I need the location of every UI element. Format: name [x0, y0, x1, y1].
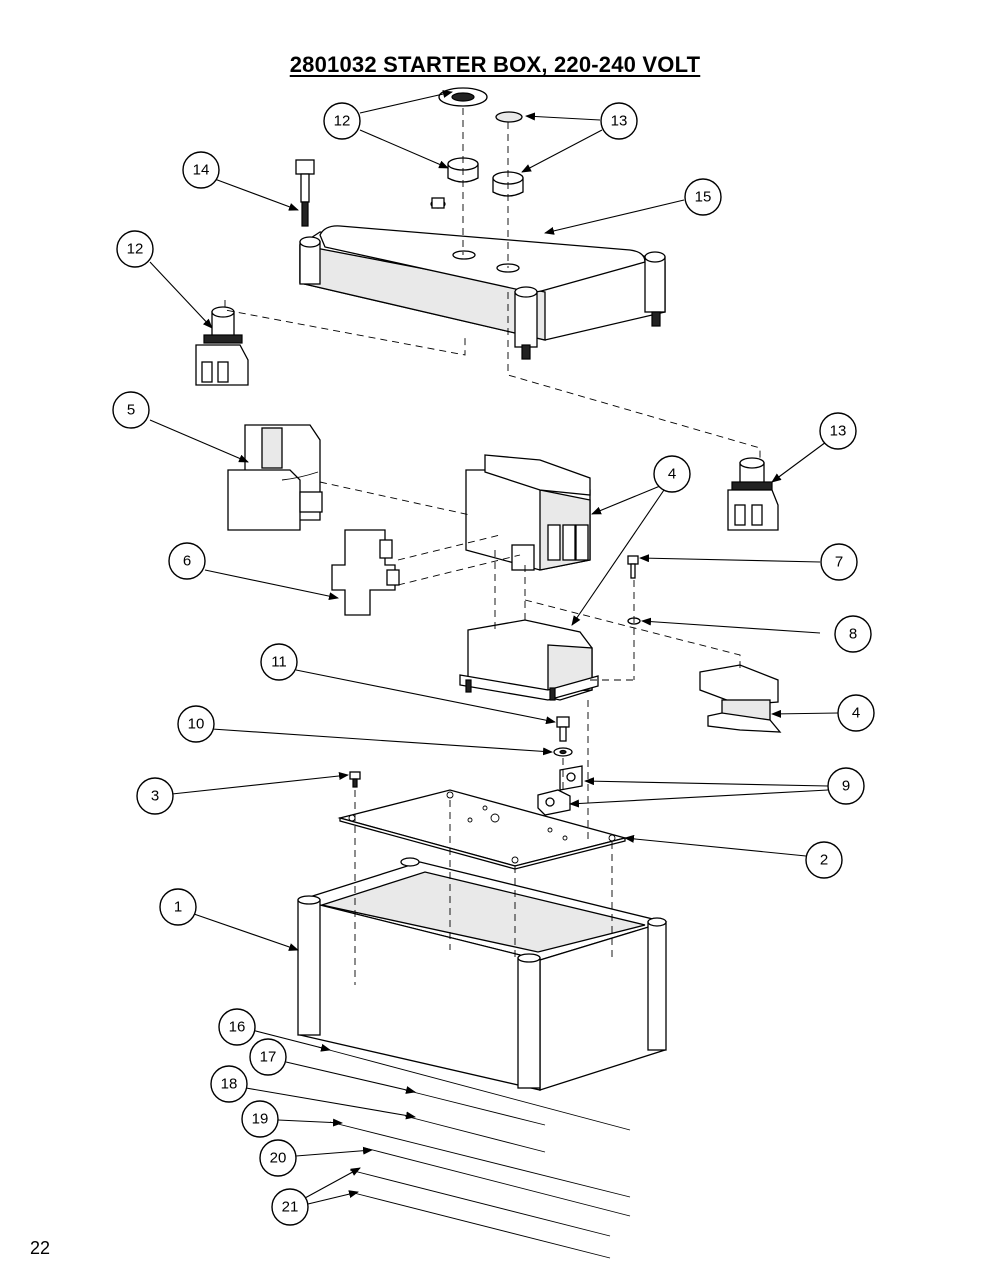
svg-text:12: 12 [334, 113, 351, 130]
screw-washer-part [553, 716, 573, 757]
svg-text:2: 2 [820, 852, 828, 869]
callout-13-right: 13 [819, 412, 857, 450]
enclosure-box-part [297, 857, 668, 1091]
svg-text:18: 18 [221, 1076, 238, 1093]
svg-text:1: 1 [174, 899, 182, 916]
callout-19: 19 [241, 1100, 279, 1138]
svg-text:5: 5 [127, 402, 135, 419]
wires-part [317, 1046, 631, 1259]
callout-9: 9 [827, 767, 865, 805]
callout-8: 8 [834, 615, 872, 653]
svg-text:8: 8 [849, 626, 857, 643]
callout-1: 1 [159, 888, 197, 926]
callout-13-top: 13 [600, 102, 638, 140]
mount-screw-part [349, 771, 361, 788]
svg-text:3: 3 [151, 788, 159, 805]
svg-text:17: 17 [260, 1049, 277, 1066]
pilot-light-right-part [727, 457, 779, 531]
callout-5: 5 [112, 391, 150, 429]
svg-text:9: 9 [842, 778, 850, 795]
callout-18: 18 [210, 1065, 248, 1103]
callout-14: 14 [182, 151, 220, 189]
assembly-lines [224, 108, 761, 985]
pushbutton-left-part [195, 306, 249, 386]
svg-text:10: 10 [188, 716, 205, 733]
coil-part [699, 664, 782, 733]
svg-text:6: 6 [183, 553, 191, 570]
svg-text:7: 7 [835, 554, 843, 571]
callout-10: 10 [177, 705, 215, 743]
small-hardware-part [627, 555, 641, 625]
screw-part [295, 159, 315, 227]
svg-text:16: 16 [229, 1019, 246, 1036]
svg-text:11: 11 [271, 654, 287, 671]
callout-12-left: 12 [116, 230, 154, 268]
callout-2: 2 [805, 841, 843, 879]
aux-contact-part [331, 529, 400, 616]
lid-part [299, 197, 666, 360]
callout-7: 7 [820, 543, 858, 581]
svg-text:15: 15 [695, 189, 712, 206]
callout-15: 15 [684, 178, 722, 216]
callout-6: 6 [168, 542, 206, 580]
ground-lug-part [537, 765, 583, 816]
callout-3: 3 [136, 777, 174, 815]
callout-4-upper: 4 [653, 455, 691, 493]
contactor-part [465, 454, 591, 571]
svg-text:13: 13 [830, 423, 847, 440]
svg-text:12: 12 [127, 241, 144, 258]
svg-text:13: 13 [611, 113, 628, 130]
leader-lines [149, 90, 839, 1205]
svg-text:14: 14 [193, 162, 210, 179]
callout-16: 16 [218, 1008, 256, 1046]
callout-20: 20 [259, 1139, 297, 1177]
callout-17: 17 [249, 1038, 287, 1076]
svg-text:4: 4 [668, 466, 676, 483]
mounting-plate-part [337, 789, 628, 870]
callout-12-top: 12 [323, 102, 361, 140]
svg-text:20: 20 [270, 1150, 287, 1167]
svg-text:21: 21 [282, 1199, 299, 1216]
overload-relay-part [227, 424, 323, 531]
svg-text:19: 19 [252, 1111, 269, 1128]
page-title: 2801032 STARTER BOX, 220-240 VOLT [289, 52, 701, 77]
page-number: 22 [30, 1238, 51, 1258]
svg-text:4: 4 [852, 705, 860, 722]
top-knob-part [438, 87, 524, 197]
callout-21: 21 [271, 1188, 309, 1226]
callout-11: 11 [260, 643, 298, 681]
coil-housing-part [459, 619, 599, 701]
callout-4-right: 4 [837, 694, 875, 732]
